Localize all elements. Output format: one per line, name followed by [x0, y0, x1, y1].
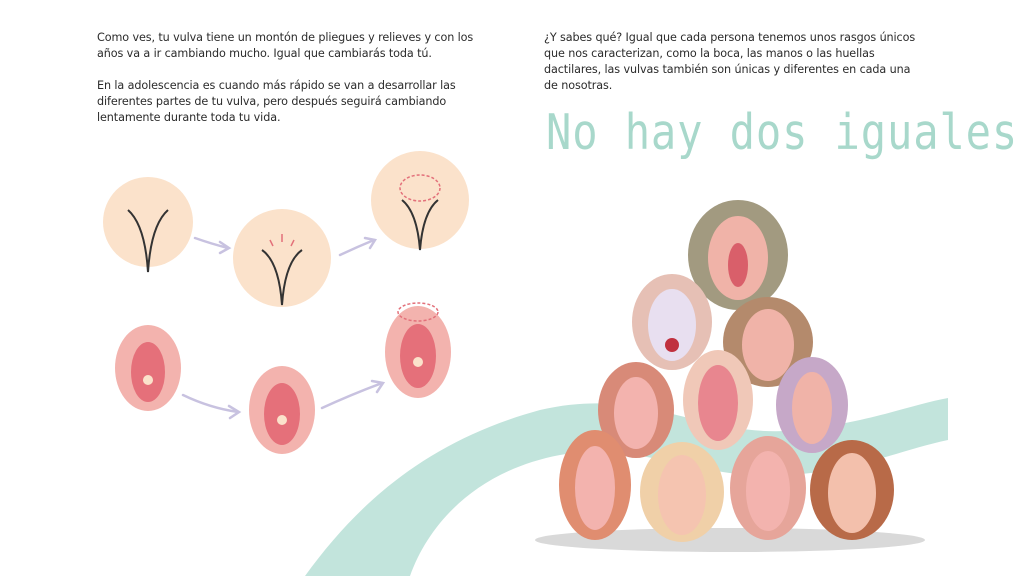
- river-illustration: [305, 398, 948, 576]
- right-page-text: ¿Y sabes qué? Igual que cada persona ten…: [544, 30, 924, 110]
- growth-row-external: [103, 151, 469, 307]
- vulva-characters-crowd: [535, 200, 925, 552]
- page-title: No hay dos iguales.: [546, 104, 1024, 161]
- paragraph: ¿Y sabes qué? Igual que cada persona ten…: [544, 31, 916, 92]
- left-page-text: Como ves, tu vulva tiene un montón de pl…: [97, 30, 477, 142]
- paragraph: En la adolescencia es cuando más rápido …: [97, 79, 456, 124]
- paragraph: Como ves, tu vulva tiene un montón de pl…: [97, 31, 474, 60]
- growth-row-internal: [115, 302, 451, 454]
- arrow-icons: [181, 236, 386, 420]
